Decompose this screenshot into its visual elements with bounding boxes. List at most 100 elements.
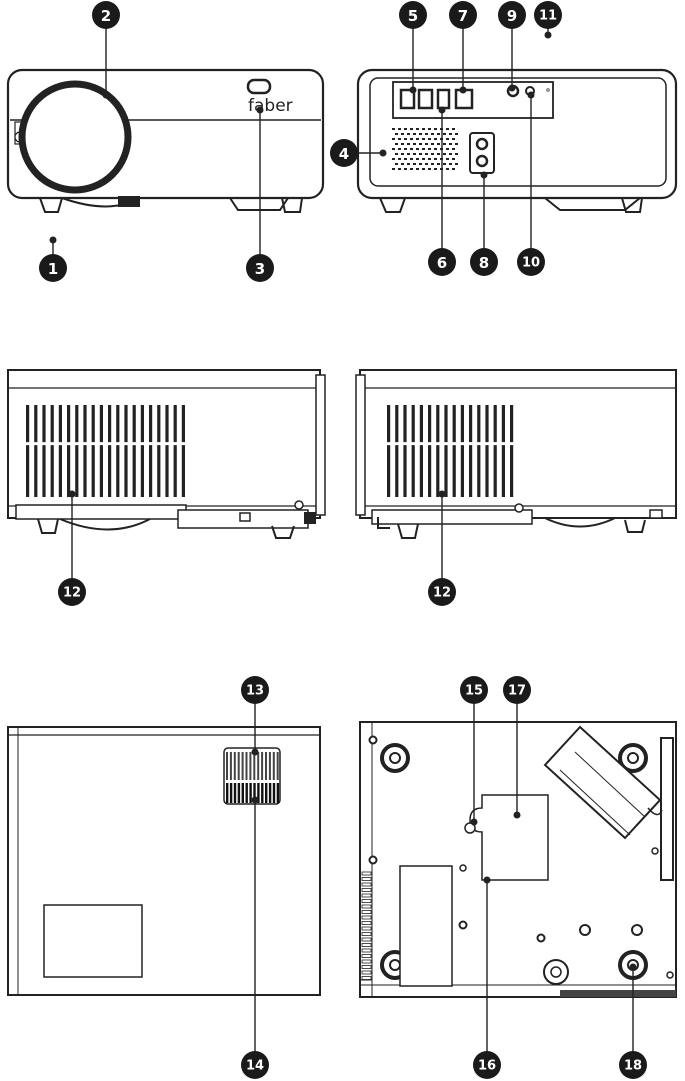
vent-slot [362, 977, 371, 980]
grille-hole [398, 148, 401, 150]
vent-slot [362, 878, 371, 881]
grille-hole [404, 148, 407, 150]
vent-slot [412, 405, 415, 497]
callout-dot [528, 92, 535, 99]
grille-hole [419, 133, 422, 135]
grille-hole [428, 148, 431, 150]
vent-slot [494, 405, 497, 497]
callout-number: 11 [539, 9, 557, 24]
callout-number: 14 [246, 1059, 264, 1074]
grille-hole [398, 158, 401, 160]
callout-dot [630, 964, 637, 971]
vent-slot [362, 949, 371, 952]
grille-hole [422, 138, 425, 140]
focus-ridge [234, 783, 236, 803]
grille-hole [443, 133, 446, 135]
grille-hole [455, 143, 458, 145]
vent-slot [182, 405, 185, 497]
vent-slot [362, 933, 371, 936]
grille-hole [392, 128, 395, 130]
back-view [358, 70, 676, 212]
grille-hole [452, 138, 455, 140]
side-view-left [8, 370, 325, 538]
callout-number: 18 [624, 1059, 642, 1074]
grille-hole [431, 143, 434, 145]
grille-hole [404, 158, 407, 160]
grille-hole [422, 148, 425, 150]
callout-number: 8 [479, 254, 489, 272]
focus-ridge [246, 783, 248, 803]
focus-ridge [238, 783, 240, 803]
grille-hole [449, 153, 452, 155]
focus-ridge [226, 783, 228, 803]
grille-hole [407, 163, 410, 165]
focus-ridge [230, 783, 232, 803]
callout-number: 5 [408, 7, 418, 25]
vent-slot [444, 405, 447, 497]
grille-hole [413, 143, 416, 145]
grille-hole [416, 158, 419, 160]
grille-hole [449, 133, 452, 135]
callout-number: 12 [433, 586, 451, 601]
grille-hole [446, 168, 449, 170]
vent-slot [502, 405, 505, 497]
grille-hole [431, 163, 434, 165]
focus-ridge [273, 752, 275, 780]
vent-slot [133, 405, 136, 497]
focus-ridge [242, 752, 244, 780]
vent-slot [362, 966, 371, 969]
grille-hole [410, 168, 413, 170]
vent-slot [362, 894, 371, 897]
vent-slot [42, 405, 45, 497]
callout-number: 3 [255, 260, 265, 278]
focus-ridge [230, 752, 232, 780]
bottom-view [360, 722, 676, 997]
callout-number: 17 [508, 684, 526, 699]
grille-hole [401, 133, 404, 135]
callout-dot [103, 92, 110, 99]
vent-slot [436, 405, 439, 497]
hdmi-port-1 [438, 90, 449, 108]
vent-slot [59, 405, 62, 497]
focus-ridge [277, 783, 279, 803]
grille-hole [425, 143, 428, 145]
vent-slot [51, 405, 54, 497]
grille-hole [398, 128, 401, 130]
grille-hole [404, 168, 407, 170]
vent-slot [141, 405, 144, 497]
grille-hole [443, 143, 446, 145]
grille-hole [428, 138, 431, 140]
callout-number: 16 [478, 1059, 496, 1074]
grille-hole [416, 168, 419, 170]
grille-hole [419, 163, 422, 165]
focus-ridge [277, 752, 279, 780]
callout-dot [380, 150, 387, 157]
focus-wheel [224, 748, 280, 804]
grille-hole [395, 163, 398, 165]
grille-hole [425, 133, 428, 135]
grille-hole [443, 153, 446, 155]
grille-hole [431, 133, 434, 135]
grille-hole [401, 143, 404, 145]
focus-ridge [257, 752, 259, 780]
grille-hole [443, 163, 446, 165]
cover-plate [470, 795, 548, 880]
callout-dot [252, 797, 259, 804]
grille-hole [455, 153, 458, 155]
vent-slot [510, 405, 513, 497]
callout-dot [481, 172, 488, 179]
callout-dot [471, 819, 478, 826]
grille-hole [449, 143, 452, 145]
grille-hole [434, 128, 437, 130]
vent-slot [26, 405, 29, 497]
callout-number: 12 [63, 586, 81, 601]
grille-hole [452, 168, 455, 170]
vent-slot [387, 405, 390, 497]
callout-number: 13 [246, 684, 264, 699]
vent-slot [362, 971, 371, 974]
focus-ridge [261, 783, 263, 803]
focus-ridge [238, 752, 240, 780]
grille-hole [410, 158, 413, 160]
callout-11: 11 [534, 1, 562, 39]
vent-slot [362, 944, 371, 947]
